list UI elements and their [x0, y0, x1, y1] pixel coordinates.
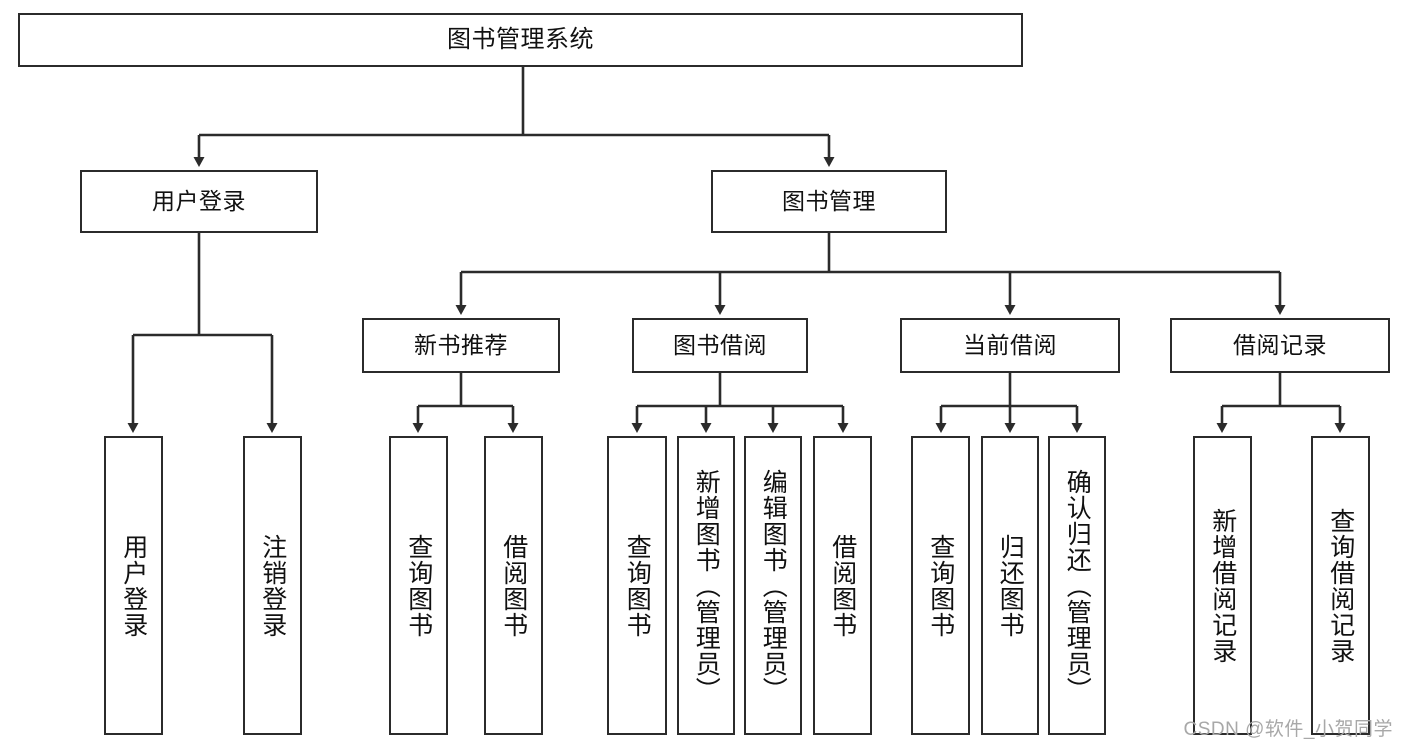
- node-label: 当前借阅: [963, 332, 1057, 359]
- node-user-login[interactable]: 用户登录: [80, 170, 318, 233]
- leaf-add-book-admin[interactable]: 新增图书（管理员）: [677, 436, 735, 735]
- node-label: 借阅图书: [499, 533, 528, 638]
- leaf-user-logout[interactable]: 注销登录: [243, 436, 302, 735]
- node-label: 查询图书: [926, 533, 955, 638]
- node-label: 归还图书: [996, 533, 1025, 638]
- node-label: 确认归还（管理员）: [1063, 468, 1092, 703]
- watermark: CSDN @软件_小贺同学: [1183, 719, 1393, 740]
- node-label: 注销登录: [258, 533, 287, 638]
- node-label: 图书管理系统: [447, 26, 594, 54]
- leaf-user-login[interactable]: 用户登录: [104, 436, 163, 735]
- node-label: 新增图书（管理员）: [692, 468, 721, 703]
- node-book-borrow[interactable]: 图书借阅: [632, 318, 808, 373]
- leaf-query-book-borrow[interactable]: 查询图书: [607, 436, 667, 735]
- leaf-confirm-return-admin[interactable]: 确认归还（管理员）: [1048, 436, 1106, 735]
- node-label: 查询借阅记录: [1326, 507, 1355, 664]
- node-label: 用户登录: [119, 533, 148, 638]
- node-label: 查询图书: [404, 533, 433, 638]
- leaf-query-book-new[interactable]: 查询图书: [389, 436, 448, 735]
- node-label: 编辑图书（管理员）: [759, 468, 788, 703]
- node-label: 新书推荐: [414, 332, 508, 359]
- node-label: 查询图书: [623, 533, 652, 638]
- node-label: 借阅记录: [1233, 332, 1327, 359]
- leaf-return-book[interactable]: 归还图书: [981, 436, 1039, 735]
- node-label: 新增借阅记录: [1208, 507, 1237, 664]
- leaf-borrow-book-new[interactable]: 借阅图书: [484, 436, 543, 735]
- node-label: 借阅图书: [828, 533, 857, 638]
- node-label: 用户登录: [152, 188, 246, 215]
- node-label: 图书管理: [782, 188, 876, 215]
- leaf-query-book-current[interactable]: 查询图书: [911, 436, 970, 735]
- leaf-edit-book-admin[interactable]: 编辑图书（管理员）: [744, 436, 802, 735]
- leaf-add-borrow-record[interactable]: 新增借阅记录: [1193, 436, 1252, 735]
- leaf-query-borrow-record[interactable]: 查询借阅记录: [1311, 436, 1370, 735]
- node-current-borrow[interactable]: 当前借阅: [900, 318, 1120, 373]
- node-root-library-system[interactable]: 图书管理系统: [18, 13, 1023, 67]
- node-label: 图书借阅: [673, 332, 767, 359]
- node-book-management[interactable]: 图书管理: [711, 170, 947, 233]
- leaf-borrow-book[interactable]: 借阅图书: [813, 436, 872, 735]
- node-new-book-recommend[interactable]: 新书推荐: [362, 318, 560, 373]
- node-borrow-records[interactable]: 借阅记录: [1170, 318, 1390, 373]
